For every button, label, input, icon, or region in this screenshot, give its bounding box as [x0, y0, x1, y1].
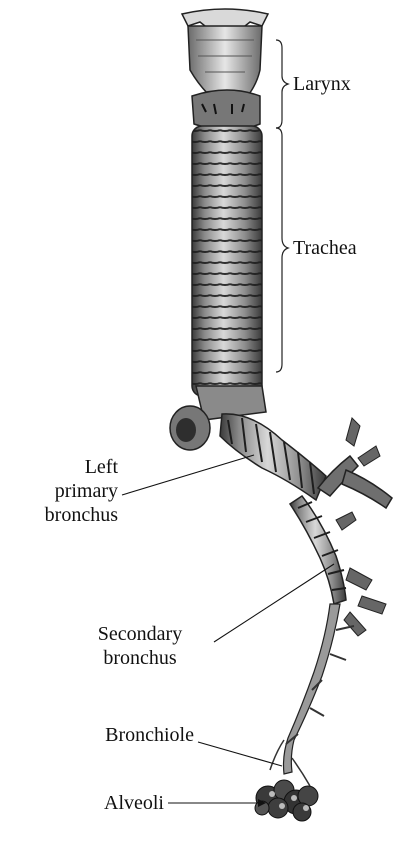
larynx-brace [276, 40, 288, 128]
secondary-bronchus-label-line-2: bronchus [78, 646, 202, 670]
left-primary-bronchus-label-line-3: bronchus [6, 503, 118, 527]
left-primary-bronchus-label-line-1: Left [6, 455, 118, 479]
larynx-label: Larynx [293, 72, 351, 96]
trachea-label: Trachea [293, 236, 357, 260]
left-primary-bronchus-label-line-2: primary [6, 479, 118, 503]
alveoli-cluster [255, 780, 318, 821]
bronchiole-leader [198, 742, 282, 766]
bronchi-structure [170, 386, 392, 786]
secondary-bronchus-label: Secondary bronchus [78, 622, 202, 670]
trachea-brace [276, 128, 288, 372]
alveoli-label: Alveoli [60, 791, 164, 815]
secondary-bronchus-label-line-1: Secondary [78, 622, 202, 646]
bronchiole-label: Bronchiole [60, 723, 194, 747]
secondary-bronchus-leader [214, 564, 334, 642]
left-primary-bronchus-label: Left primary bronchus [6, 455, 118, 527]
left-primary-bronchus-leader [122, 455, 254, 495]
trachea-structure [192, 126, 262, 396]
larynx-structure [182, 9, 268, 130]
